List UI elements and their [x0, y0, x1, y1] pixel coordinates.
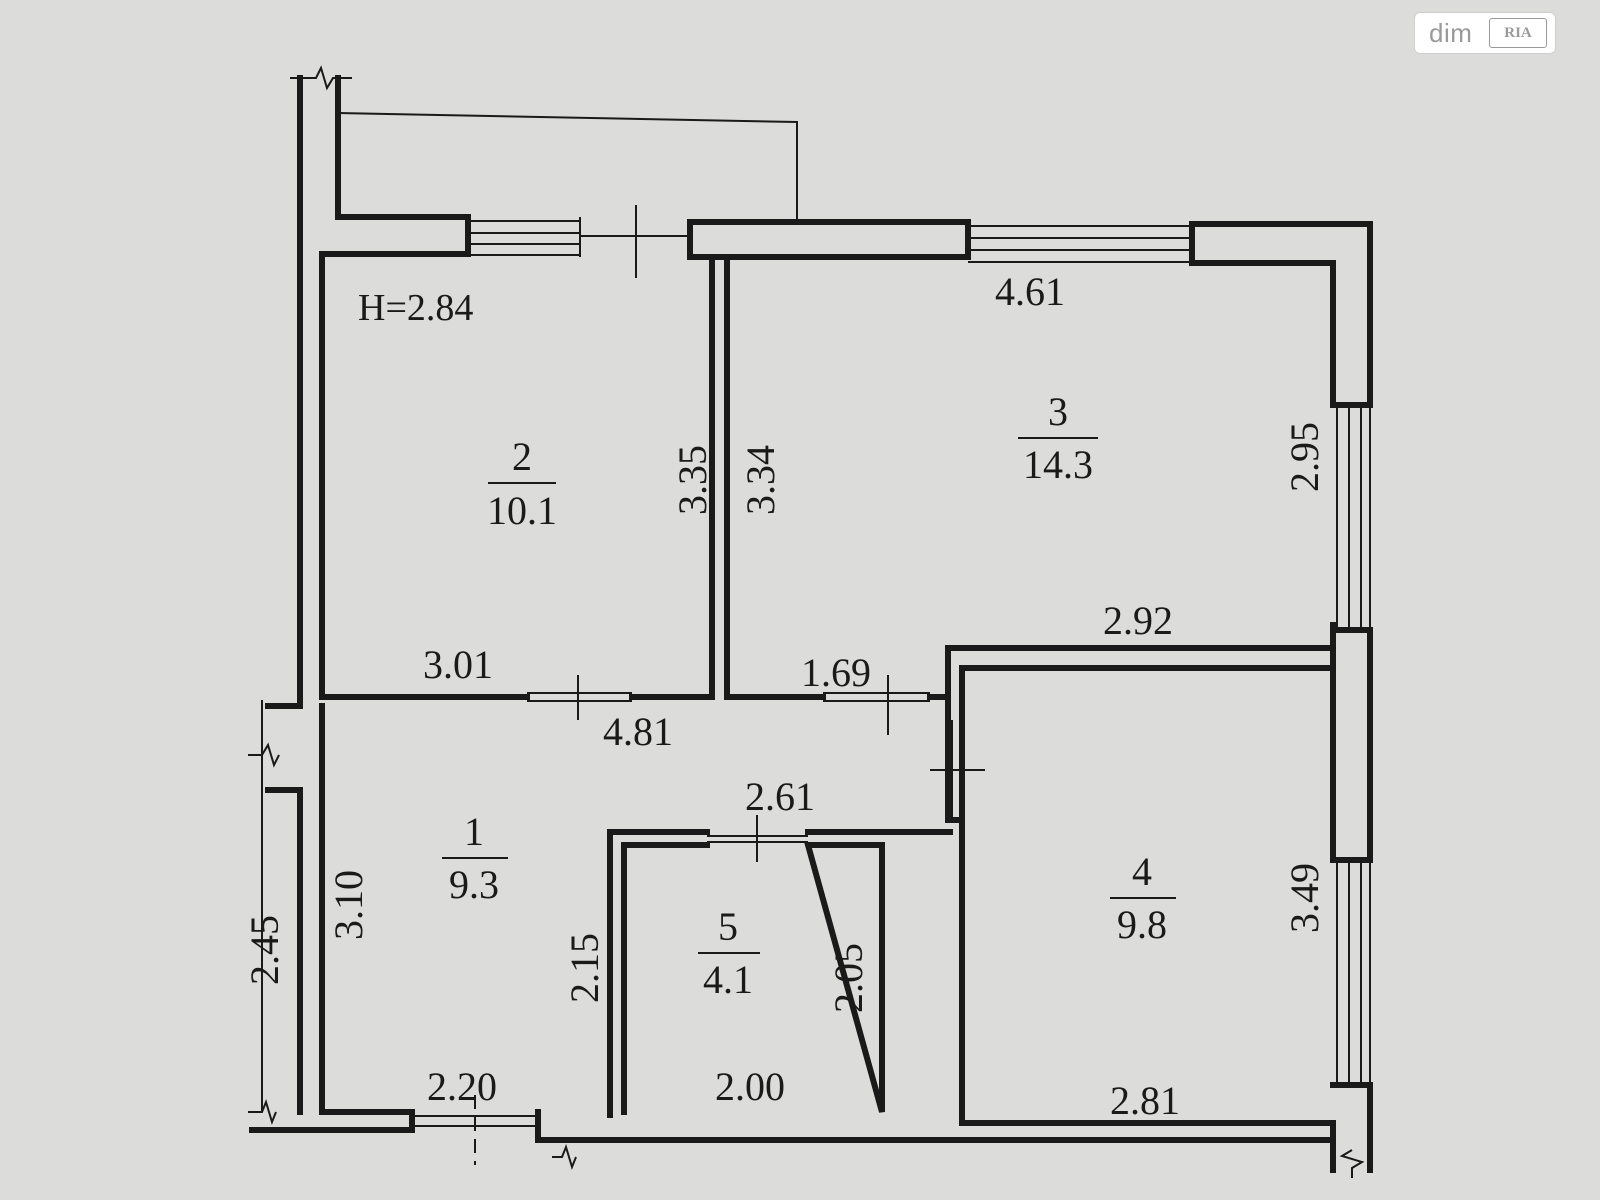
right-pier — [1330, 627, 1373, 863]
dim-room5-bottom: 2.00 — [715, 1064, 785, 1109]
room-area: 10.1 — [487, 488, 557, 533]
room5-walls — [607, 829, 953, 1118]
dim-room5-right: 2.05 — [826, 943, 871, 1013]
room-area: 9.8 — [1117, 902, 1167, 947]
room-labels: 2 10.1 3 14.3 1 9.3 5 4.1 4 — [442, 389, 1176, 1002]
dim-room4-bottom: 2.81 — [1110, 1078, 1180, 1123]
room-number: 2 — [512, 434, 532, 479]
dim-outer-left: 2.45 — [242, 915, 287, 985]
room-3-label: 3 14.3 — [1018, 389, 1098, 487]
room-number: 3 — [1048, 389, 1068, 434]
windows — [468, 217, 1371, 1085]
ria-logo: RIA — [1489, 18, 1547, 48]
room-area: 14.3 — [1023, 442, 1093, 487]
room1-left-wall — [319, 703, 415, 1115]
window-room2 — [468, 217, 581, 257]
doorways — [412, 205, 985, 1165]
dim-room2-right: 3.35 — [670, 445, 715, 515]
window-room4-right — [1336, 860, 1371, 1085]
watermark-text: dim — [1429, 17, 1473, 48]
dim-room4-right: 3.49 — [1282, 863, 1327, 933]
dim-room3-left: 3.34 — [738, 445, 783, 515]
room-5-label: 5 4.1 — [698, 904, 760, 1002]
hall-top-wall — [724, 694, 951, 723]
dim-room3-right: 2.95 — [1282, 422, 1327, 492]
room-area: 9.3 — [449, 862, 499, 907]
dim-room5-top: 2.61 — [745, 774, 815, 819]
room-2-label: 2 10.1 — [487, 434, 557, 533]
dim-hall-length: 4.81 — [603, 709, 673, 754]
room-1-label: 1 9.3 — [442, 809, 508, 907]
dim-ria-watermark: dim RIA — [1414, 12, 1556, 54]
dim-room1-bottom: 2.20 — [427, 1064, 497, 1109]
window-room3-right — [1336, 405, 1371, 630]
walls — [249, 75, 1373, 1173]
outer-left-wall — [297, 75, 341, 709]
hall-right-wall — [945, 717, 965, 823]
room4-right-wall-bottom — [1330, 1082, 1373, 1173]
room-number: 4 — [1132, 849, 1152, 894]
room-number: 1 — [464, 809, 484, 854]
room1-outer — [265, 703, 303, 1115]
corridor-top-wall — [687, 219, 971, 260]
break-marks — [248, 65, 1365, 1178]
dim-hall-door: 1.69 — [801, 650, 871, 695]
room-4-label: 4 9.8 — [1110, 849, 1176, 947]
dim-room3-bottom: 2.92 — [1103, 598, 1173, 643]
dim-room5-left: 2.15 — [562, 933, 607, 1003]
window-room3-top — [968, 225, 1192, 263]
room4-left-wall — [959, 665, 1336, 1126]
dim-room1-left: 3.10 — [326, 870, 371, 940]
room3-top-right-wall — [1189, 221, 1373, 408]
ceiling-height-label: H=2.84 — [358, 287, 473, 329]
dim-room2-bottom: 3.01 — [423, 642, 493, 687]
balcony-outline — [336, 111, 798, 223]
dim-room3-top: 4.61 — [995, 269, 1065, 314]
room-number: 5 — [718, 904, 738, 949]
dimension-labels: 4.61 2.95 3.34 2.92 3.35 3.01 1.69 4.81 … — [242, 269, 1327, 1123]
room-area: 4.1 — [703, 957, 753, 1002]
